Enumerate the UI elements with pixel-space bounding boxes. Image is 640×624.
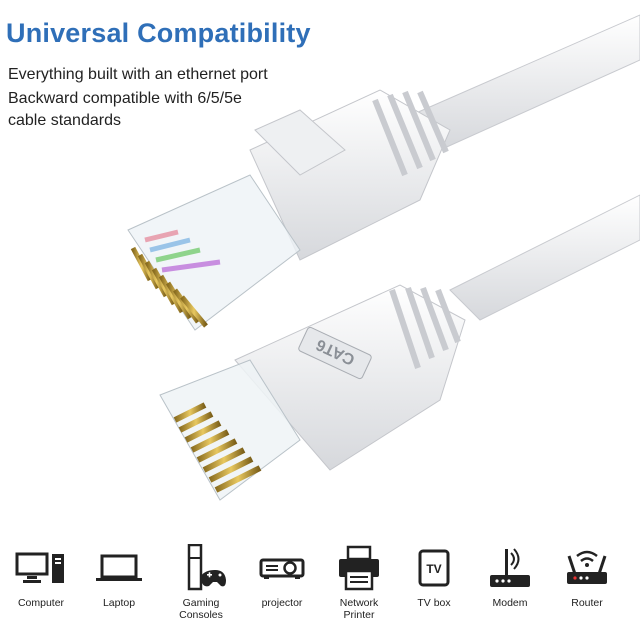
projector-icon (259, 558, 305, 579)
device-tv-box: TV TV box (398, 545, 470, 609)
device-label: TV box (417, 597, 451, 609)
page-title: Universal Compatibility (6, 18, 311, 48)
printer-icon (339, 545, 379, 591)
device-network-printer: Network Printer (323, 545, 395, 621)
tv-box-icon: TV (418, 549, 450, 587)
device-label: projector (261, 597, 303, 609)
game-console-icon (187, 544, 226, 591)
ethernet-cable-illustration: CAT6 (127, 14, 640, 501)
router-icon (567, 550, 607, 584)
device-label: Gaming Consoles (179, 597, 223, 621)
device-gaming-consoles: Gaming Consoles (165, 544, 237, 621)
feature-line: Everything built with an ethernet port (8, 66, 268, 83)
device-label: Laptop (102, 597, 136, 609)
lower-connector: CAT6 (159, 284, 466, 501)
device-label: Network Printer (339, 597, 379, 621)
device-label: Router (571, 597, 603, 609)
laptop-icon (96, 554, 142, 581)
svg-text:TV: TV (426, 562, 441, 576)
device-router: Router (551, 545, 623, 609)
computer-icon (15, 552, 64, 583)
feature-line: cable standards (8, 112, 121, 129)
feature-line: Backward compatible with 6/5/5e (8, 90, 242, 107)
upper-connector (127, 89, 451, 331)
device-computer: Computer (5, 545, 77, 609)
device-modem: Modem (474, 545, 546, 609)
device-laptop: Laptop (83, 545, 155, 609)
device-label: Modem (492, 597, 528, 609)
modem-icon (490, 548, 530, 587)
device-projector: projector (246, 545, 318, 609)
device-label: Computer (17, 597, 65, 609)
